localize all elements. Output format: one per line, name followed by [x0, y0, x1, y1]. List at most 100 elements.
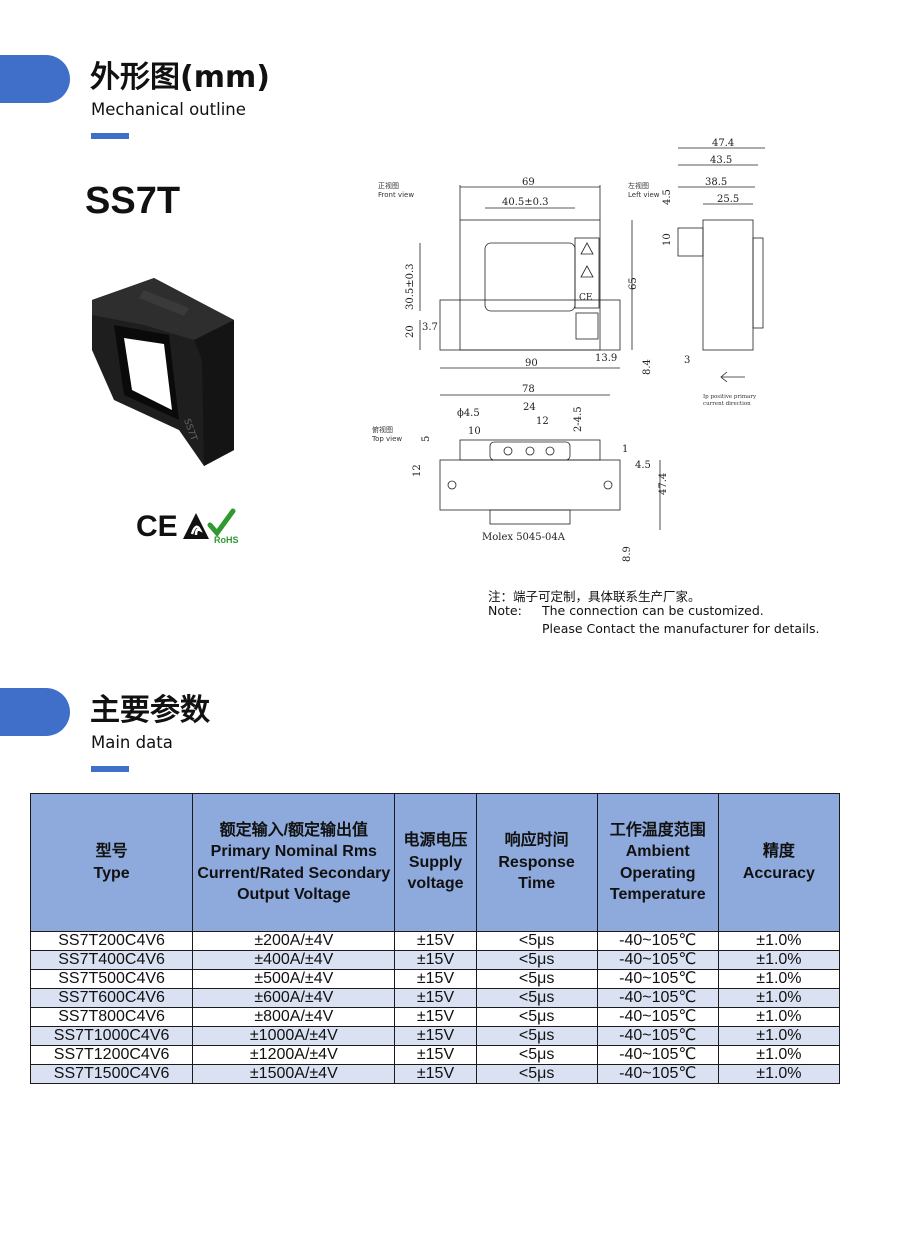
header-text: 额定输入/额定输出值: [219, 821, 369, 839]
certification-marks: CE RoHS: [136, 508, 239, 545]
note-lead: Note:: [488, 603, 522, 618]
section-underline-main-data: [91, 766, 129, 772]
ip-note-line1: Ip positive primary: [703, 394, 757, 400]
section-tab-outline: [0, 55, 70, 103]
header-rated-io: 额定输入/额定输出值 Primary Nominal Rms Current/Ra…: [192, 793, 396, 932]
table-cell: -40~105℃: [596, 1007, 719, 1027]
header-text: Supply voltage: [407, 853, 464, 893]
table-cell: ±15V: [394, 1064, 477, 1084]
model-name: SS7T: [85, 180, 181, 222]
dim-78: 78: [522, 384, 535, 395]
header-text: Ambient Operating Temperature: [609, 843, 706, 903]
dim-10-top: 10: [468, 426, 481, 437]
dim-1: 1: [622, 444, 628, 455]
table-row: SS7T400C4V6±400A/±4V±15V<5μs-40~105℃±1.0…: [29, 950, 841, 970]
section-underline-outline: [91, 133, 129, 139]
table-cell: ±15V: [394, 1007, 477, 1027]
table-cell: -40~105℃: [596, 931, 719, 951]
ip-note-line2: current direction: [703, 401, 751, 407]
note-zh: 注：端子可定制，具体联系生产厂家。: [488, 589, 701, 604]
dim-4-5-left: 4.5: [662, 189, 673, 205]
section-tab-main-data: [0, 688, 70, 736]
dim-47-4-left: 47.4: [712, 138, 734, 149]
dim-8-9: 8.9: [622, 546, 633, 562]
table-cell: ±800A/±4V: [192, 1007, 396, 1027]
top-view-label-zh: 俯视图: [372, 425, 393, 434]
table-cell: ±1.0%: [717, 969, 841, 989]
table-cell: -40~105℃: [596, 969, 719, 989]
dim-3-left: 3: [684, 355, 690, 366]
dim-20: 20: [405, 325, 416, 338]
table-row: SS7T1000C4V6±1000A/±4V±15V<5μs-40~105℃±1…: [29, 1026, 841, 1046]
table-cell: SS7T600C4V6: [29, 988, 194, 1008]
table-cell: ±1.0%: [717, 931, 841, 951]
table-row: SS7T500C4V6±500A/±4V±15V<5μs-40~105℃±1.0…: [29, 969, 841, 989]
table-cell: ±1000A/±4V: [192, 1026, 396, 1046]
header-text: 响应时间: [504, 832, 569, 850]
table-cell: ±15V: [394, 1026, 477, 1046]
table-cell: ±1.0%: [717, 1045, 841, 1065]
dim-40-5: 40.5±0.3: [502, 197, 549, 208]
dim-4-5-top: 4.5: [635, 460, 651, 471]
dim-12-side: 12: [412, 464, 423, 477]
top-view: 俯视图 Top view 78 ϕ4.5 24 12 2-4.5 10 5 12…: [371, 384, 669, 562]
top-view-label-en: Top view: [371, 435, 402, 443]
dim-24: 24: [523, 402, 536, 413]
table-cell: <5μs: [475, 1026, 598, 1046]
note-line2: Please Contact the manufacturer for deta…: [542, 621, 820, 636]
note-line1: Note:The connection can be customized.: [488, 603, 764, 618]
dim-43-5: 43.5: [710, 155, 732, 166]
product-photo: SS7T: [92, 278, 234, 466]
front-view-label-en: Front view: [378, 191, 414, 199]
esd-icon: [183, 513, 209, 539]
dim-12-top: 12: [536, 416, 549, 427]
table-cell: <5μs: [475, 1007, 598, 1027]
table-cell: ±1.0%: [717, 1064, 841, 1084]
table-cell: ±1.0%: [717, 1026, 841, 1046]
header-text: 型号: [95, 843, 128, 860]
section-subtitle-main-data: Main data: [91, 733, 173, 752]
left-view-label-en: Left view: [628, 191, 660, 199]
table-cell: ±15V: [394, 969, 477, 989]
front-ce-mark: CE: [579, 293, 592, 303]
rohs-check-icon: [207, 508, 236, 538]
table-cell: ±15V: [394, 950, 477, 970]
table-cell: -40~105℃: [596, 1045, 719, 1065]
dim-65: 65: [628, 277, 639, 290]
table-cell: ±200A/±4V: [192, 931, 396, 951]
table-cell: <5μs: [475, 969, 598, 989]
table-cell: ±1200A/±4V: [192, 1045, 396, 1065]
table-cell: ±1.0%: [717, 988, 841, 1008]
table-cell: <5μs: [475, 1045, 598, 1065]
front-view: 正视图 Front view CE 69 40.5±0.3 30.5±0.3 6…: [378, 177, 653, 375]
rohs-text: RoHS: [214, 535, 239, 545]
table-cell: SS7T500C4V6: [29, 969, 194, 989]
table-cell: <5μs: [475, 988, 598, 1008]
table-cell: ±1.0%: [717, 1007, 841, 1027]
table-cell: ±15V: [394, 988, 477, 1008]
section-subtitle-outline: Mechanical outline: [91, 100, 246, 119]
table-row: SS7T800C4V6±800A/±4V±15V<5μs-40~105℃±1.0…: [29, 1007, 841, 1027]
dim-69: 69: [522, 177, 535, 188]
table-cell: -40~105℃: [596, 988, 719, 1008]
table-cell: ±15V: [394, 931, 477, 951]
ce-mark: CE: [136, 510, 178, 543]
section-title-outline: 外形图(mm): [90, 60, 270, 95]
dim-8-4: 8.4: [642, 359, 653, 375]
dim-38-5: 38.5: [705, 177, 727, 188]
table-row: SS7T200C4V6±200A/±4V±15V<5μs-40~105℃±1.0…: [29, 931, 841, 951]
table-cell: ±1500A/±4V: [192, 1064, 396, 1084]
header-text: Accuracy: [742, 864, 815, 882]
dim-47-4-top: 47.4: [658, 473, 669, 495]
table-cell: <5μs: [475, 1064, 598, 1084]
dim-30-5: 30.5±0.3: [405, 263, 416, 310]
table-cell: <5μs: [475, 950, 598, 970]
table-cell: SS7T400C4V6: [29, 950, 194, 970]
header-text: Primary Nominal Rms Current/Rated Second…: [197, 843, 391, 903]
mechanical-drawing: 正视图 Front view CE 69 40.5±0.3 30.5±0.3 6…: [371, 138, 765, 562]
